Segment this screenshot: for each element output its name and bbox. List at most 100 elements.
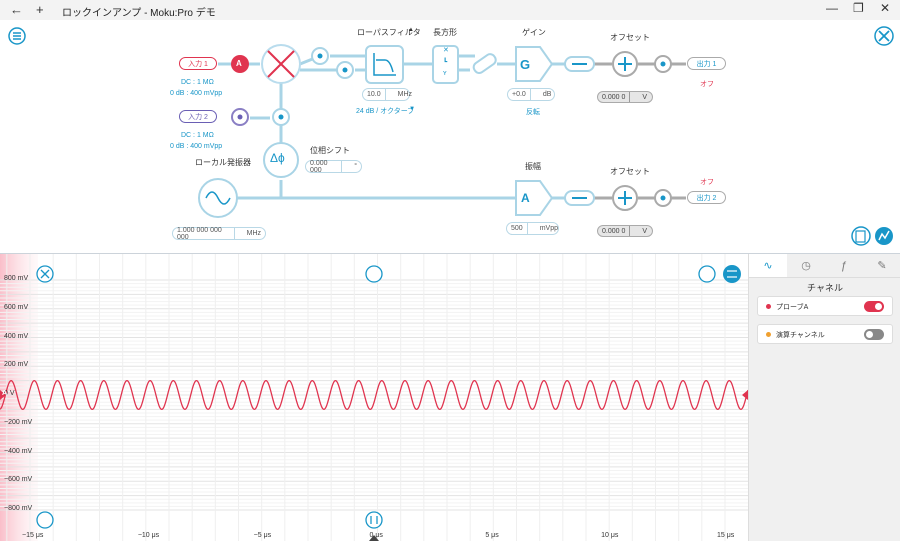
zoom-search-icon[interactable] [699,266,715,282]
probe-a-toggle[interactable] [864,301,884,312]
output1-button[interactable]: 出力 1 [687,57,726,70]
phase-unit: ° [354,163,357,170]
slope-dropdown-icon[interactable]: ▼ [409,106,415,112]
amplitude-block[interactable] [515,180,554,216]
phase-shift-label: 位相シフト [310,146,350,155]
probe-a-label: プローブA [776,304,809,311]
output2-button[interactable]: 出力 2 [687,191,726,204]
block-diagram: 入力 1 A DC : 1 MΩ 0 dB : 400 mVpp 入力 2 DC… [0,20,900,254]
y-tick-label: −600 mV [4,476,33,484]
channel-row-probe-a[interactable]: プローブA [757,296,893,316]
tab-timebase[interactable]: ◷ [787,254,825,277]
title-bar: ← + ロックインアンプ - Moku:Pro デモ — ❐ ✕ [0,0,900,20]
y-tick-label: 800 mV [4,275,29,282]
channel-a-marker: A [2,390,8,397]
close-button[interactable]: ✕ [880,1,891,15]
x-tick-label: −10 μs [137,532,160,539]
lowpass-slope-select[interactable]: 24 dB / オクターブ [356,108,415,115]
probe-a-trace [0,379,748,411]
y-tick-label: −200 mV [4,418,33,426]
probe-a-dot [766,304,771,309]
maximize-button[interactable]: ❐ [853,1,864,15]
timer-icon: ◷ [801,260,811,272]
phase-shift-field[interactable]: 0.000 000 ° [305,159,362,174]
math-channel-dot [766,332,771,337]
gain-label: ゲイン [522,28,546,37]
input2-button[interactable]: 入力 2 [179,110,217,123]
panel-tabs: ∿ ◷ ƒ ✎ [749,254,900,278]
new-window-icon[interactable]: + [36,2,44,17]
rectangular-label: 長方形 [433,28,457,37]
x-tick-label: 5 μs [485,532,499,539]
y-tick-label: 200 mV [4,361,29,369]
input2-range: 0 dB : 400 mVpp [170,143,223,150]
cloud-export-icon[interactable] [366,266,382,282]
tab-channels[interactable]: ∿ [749,254,787,277]
output1-status: オフ [700,81,714,88]
lowpass-frequency-unit: MHz [397,91,413,98]
side-panel: ∿ ◷ ƒ ✎ チャネル プローブA 演算チャンネル [748,254,900,541]
pencil-icon: ✎ [877,260,887,272]
gain-unit: dB [542,91,552,98]
menu-icon[interactable] [8,27,26,45]
settings-icon[interactable] [875,27,893,45]
y-tick-label: 400 mV [4,332,29,340]
tab-annotate[interactable]: ✎ [863,254,900,277]
x-tick-label: 15 μs [717,532,735,539]
y-tick-label: −400 mV [4,447,33,455]
gain-value: +0.0 [512,91,526,98]
input2-coupling: DC : 1 MΩ [181,132,214,139]
phase-value: 0.000 000 [310,159,328,174]
offset1-value: 0.000 0 [602,93,626,101]
gain-block[interactable] [515,46,554,82]
oscillator-frequency-value: 1.000 000 000 000 [177,226,222,241]
lowpass-filter-block[interactable] [365,45,404,84]
x-tick-label: −15 μs [22,532,44,539]
tab-math[interactable]: ƒ [825,254,863,277]
function-icon: ƒ [840,259,848,272]
input1-button[interactable]: 入力 1 [179,57,217,70]
rectangular-block[interactable] [432,45,459,84]
x-tick-label: 10 μs [601,532,619,539]
offset2-label: オフセット [610,167,650,176]
input1-letter: A [236,59,242,68]
oscilloscope-plot[interactable]: 800 mV 600 mV 400 mV 200 mV 0 V −200 mV −400 m… [0,254,748,541]
gain-field[interactable]: +0.0 dB [507,88,555,101]
back-icon[interactable]: ← [10,2,23,17]
pause-icon[interactable] [366,512,382,528]
plot-svg [0,254,748,541]
channel-row-math[interactable]: 演算チャンネル [757,324,893,344]
offset2-unit: V [642,227,648,235]
rect-y-glyph: ʏ [443,70,447,77]
phase-shift-node[interactable] [263,142,299,178]
controls-toggle-icon[interactable] [723,265,741,283]
lowpass-filter-label: ローパスフィルタ [357,28,421,37]
output1-label: 出力 1 [696,60,717,68]
input2-label: 入力 2 [188,113,208,121]
waveform-icon: ∿ [763,260,773,272]
lowpass-collapse-icon[interactable]: ▲ [408,27,414,33]
math-channel-toggle[interactable] [864,329,884,340]
data-logger-icon[interactable] [875,227,893,245]
y-tick-label: −800 mV [4,505,33,512]
output2-label: 出力 2 [696,194,717,202]
math-channel-label: 演算チャンネル [776,332,825,339]
grid-icon[interactable] [37,512,53,528]
input1-coupling: DC : 1 MΩ [181,79,214,86]
amplitude-label: 振幅 [525,162,541,171]
y-tick-label: 600 mV [4,303,29,311]
notes-icon[interactable] [852,227,870,245]
y-tick-label: 0 V [4,390,15,397]
minimize-button[interactable]: — [826,1,838,15]
gain-invert-label[interactable]: 反転 [526,109,540,116]
clear-trace-icon[interactable] [37,266,53,282]
amplitude-letter: A [521,191,530,205]
input1-range: 0 dB : 400 mVpp [170,90,223,97]
phase-symbol: Δϕ [270,151,285,165]
offset1-label: オフセット [610,33,650,42]
